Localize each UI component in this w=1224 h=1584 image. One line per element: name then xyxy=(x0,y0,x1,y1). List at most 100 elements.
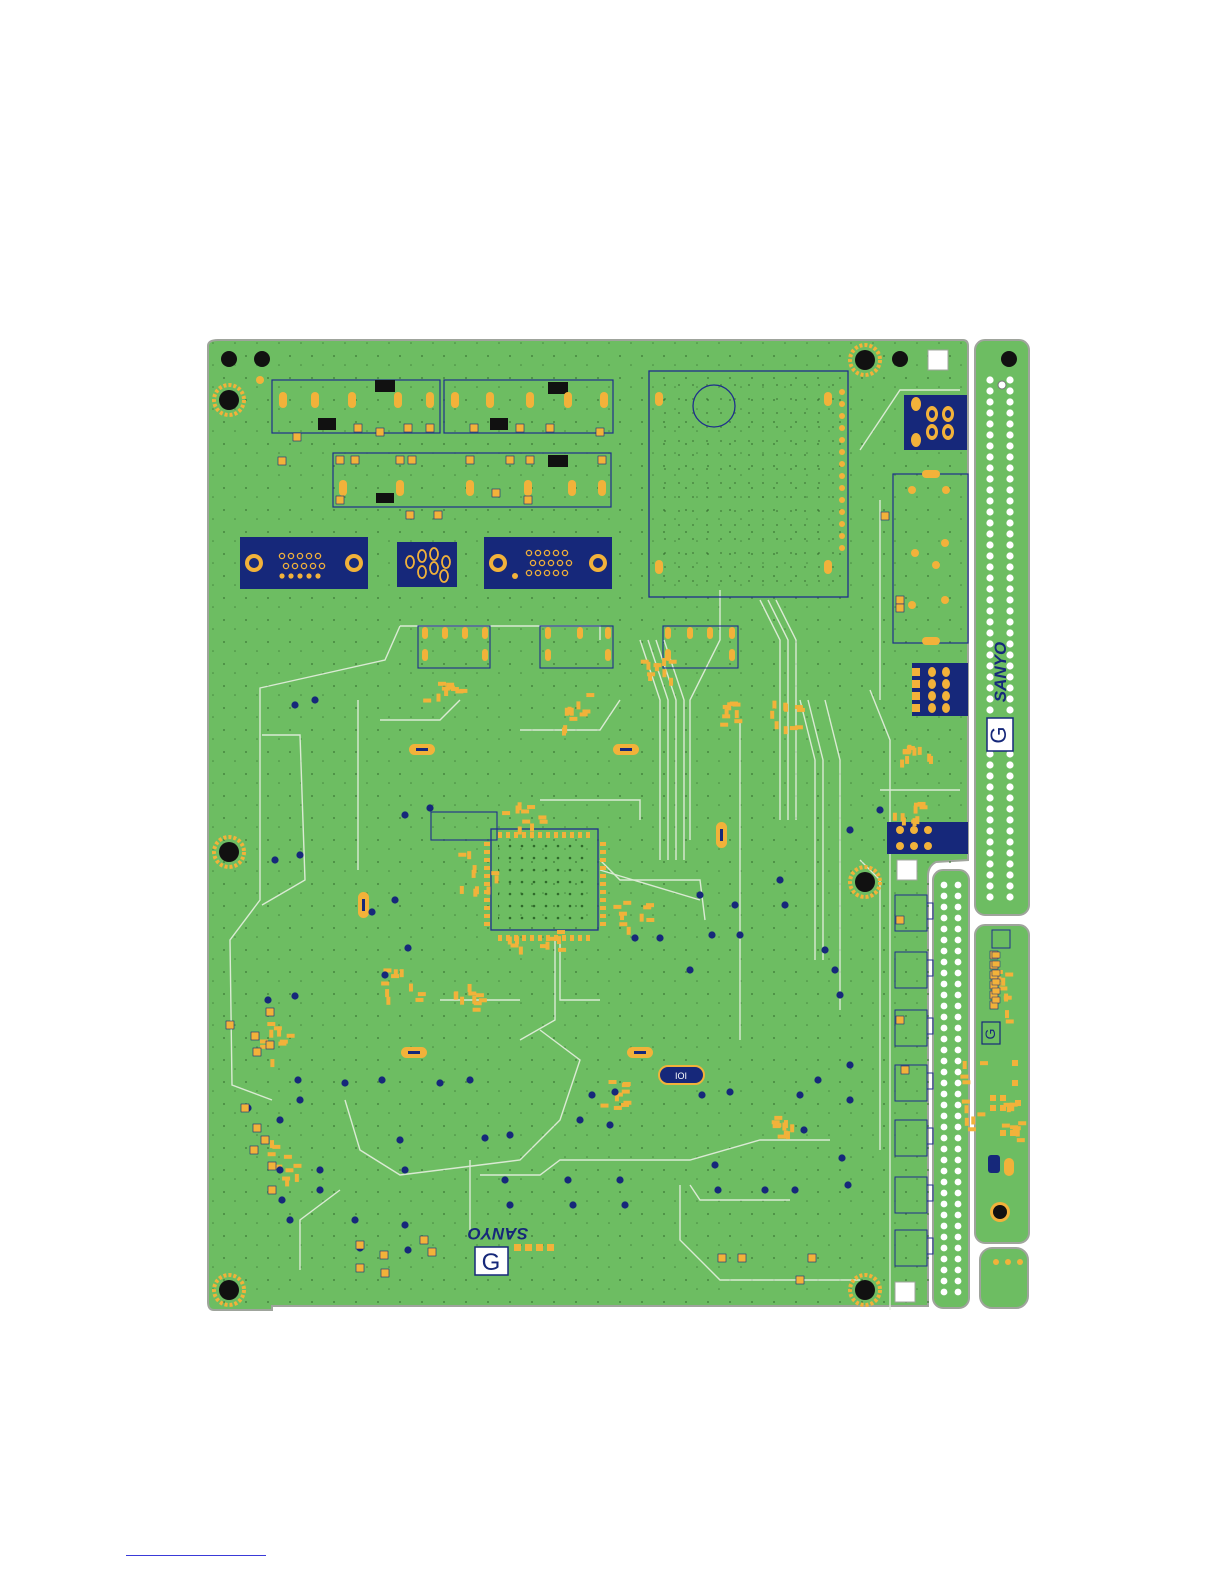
smd-pad xyxy=(914,803,922,807)
test-via xyxy=(391,896,398,903)
header-pin xyxy=(986,541,993,548)
test-pad xyxy=(356,1241,364,1249)
header-pin xyxy=(955,1113,962,1120)
through-pad xyxy=(600,392,608,408)
smd-pad xyxy=(965,1105,969,1113)
header-pin xyxy=(986,794,993,801)
smd-pad xyxy=(772,701,776,709)
header-pin xyxy=(1006,838,1013,845)
test-via xyxy=(341,1079,348,1086)
header-pin xyxy=(941,1014,948,1021)
header-pin xyxy=(955,1190,962,1197)
test-via xyxy=(368,908,375,915)
smd-pad xyxy=(515,936,519,944)
header-pin xyxy=(955,1080,962,1087)
through-pad xyxy=(486,392,494,408)
test-via xyxy=(736,931,743,938)
test-via xyxy=(401,811,408,818)
header-pin xyxy=(986,849,993,856)
module-pad xyxy=(1000,1130,1006,1136)
smd-pad xyxy=(914,806,918,814)
ic-pad xyxy=(600,858,606,862)
smd-pad xyxy=(426,424,434,432)
smd-pad xyxy=(495,875,499,883)
test-via xyxy=(351,1216,358,1223)
header-pin xyxy=(955,1234,962,1241)
through-pad xyxy=(442,627,448,639)
header-pin xyxy=(1006,871,1013,878)
test-via xyxy=(831,966,838,973)
smd-pad xyxy=(522,820,530,824)
smd-pad xyxy=(900,760,904,768)
header-pin xyxy=(1006,596,1013,603)
header-pin xyxy=(941,1102,948,1109)
header-pin xyxy=(941,1036,948,1043)
through-pad xyxy=(545,649,551,661)
test-via xyxy=(621,1201,628,1208)
smd-pad xyxy=(418,992,426,996)
test-via xyxy=(426,804,433,811)
smd-pad xyxy=(386,997,390,1005)
module-pad xyxy=(839,461,845,467)
connector-pin xyxy=(912,692,920,700)
dsub-connector-left xyxy=(240,537,368,589)
header-pin xyxy=(941,1168,948,1175)
test-pad xyxy=(226,1021,234,1029)
test-via xyxy=(846,1096,853,1103)
test-via xyxy=(381,971,388,978)
smd-pad xyxy=(557,936,561,944)
smd-pad xyxy=(467,851,471,859)
header-pin xyxy=(1006,475,1013,482)
test-via xyxy=(506,1201,513,1208)
sanyo-logo-side-text: SANYO xyxy=(991,642,1010,702)
smd-pad xyxy=(468,992,476,996)
test-via xyxy=(401,1166,408,1173)
smd-pad xyxy=(971,1116,975,1124)
header-pin xyxy=(955,915,962,922)
header-pin xyxy=(986,552,993,559)
header-pin xyxy=(986,519,993,526)
smd-pad xyxy=(558,948,566,952)
header-pin xyxy=(1006,541,1013,548)
smd-pad xyxy=(1004,996,1012,1000)
smd-pad xyxy=(470,424,478,432)
test-pad xyxy=(278,457,286,465)
connector-pin xyxy=(942,679,950,689)
header-pin xyxy=(941,1113,948,1120)
smd-pad xyxy=(1006,1019,1014,1023)
smd-pad xyxy=(391,974,399,978)
module-pad xyxy=(992,970,1000,976)
through-pad xyxy=(605,627,611,639)
connector-pin xyxy=(928,679,936,689)
header-pin xyxy=(941,1135,948,1142)
header-pin xyxy=(1006,574,1013,581)
connector-mid-right xyxy=(912,663,968,716)
ic-pad xyxy=(484,866,490,870)
module-pad xyxy=(839,545,845,551)
test-via xyxy=(506,1131,513,1138)
smd-pad xyxy=(272,1145,280,1149)
header-pin xyxy=(941,1256,948,1263)
test-via xyxy=(686,966,693,973)
smd-pad xyxy=(546,942,550,950)
header-pin xyxy=(955,1102,962,1109)
smd-pad xyxy=(524,496,532,504)
header-pin xyxy=(955,1201,962,1208)
test-via xyxy=(611,1088,618,1095)
test-via xyxy=(278,1196,285,1203)
header-pin xyxy=(955,981,962,988)
test-via xyxy=(466,1076,473,1083)
header-pin xyxy=(986,882,993,889)
through-pad xyxy=(665,627,671,639)
header-pin xyxy=(955,893,962,900)
smd-pad xyxy=(1018,1121,1026,1125)
smd-pad xyxy=(640,914,644,922)
smd-pad xyxy=(336,496,344,504)
header-pin xyxy=(1006,530,1013,537)
through-pad xyxy=(545,627,551,639)
smd-pad xyxy=(479,998,487,1002)
test-via xyxy=(404,1246,411,1253)
ic-pad xyxy=(506,832,510,838)
module-pad xyxy=(990,1095,996,1101)
ic-pad xyxy=(498,832,502,838)
